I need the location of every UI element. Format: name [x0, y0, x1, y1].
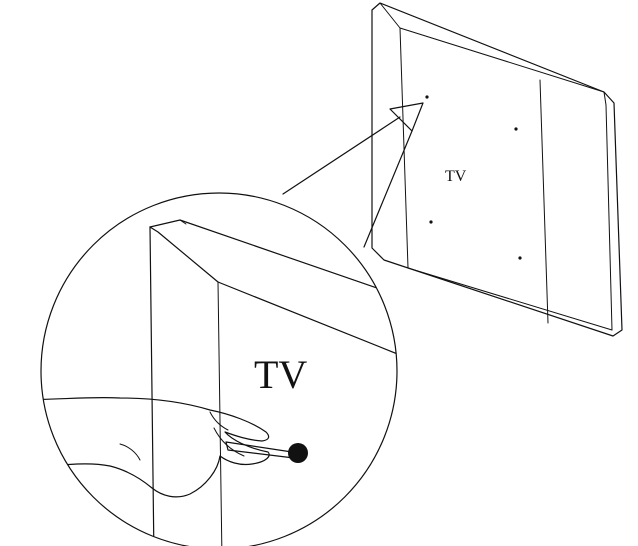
callout-pointer [282, 102, 424, 248]
tv-panel-bevel-bottom [407, 267, 613, 331]
knuckle-line [119, 443, 141, 461]
finger-crease [209, 411, 229, 431]
mounting-hole [425, 95, 429, 99]
callout-line-upper [282, 116, 401, 195]
tv-panel-rim-right [539, 79, 549, 324]
zoom-tv-corner-bevel [149, 226, 397, 356]
tv-panel-rim-left [399, 27, 409, 269]
zoom-tv-rim-line [217, 281, 223, 546]
zoom-tv-left-edge [149, 226, 155, 546]
marker-tip [288, 443, 308, 463]
callout-line-lower [363, 130, 413, 248]
zoom-tv-top-edge [149, 219, 397, 297]
zoom-tv-bevel-outer [179, 219, 187, 225]
zoom-detail: TV [41, 219, 397, 546]
tv-panel-outline [371, 2, 623, 337]
mounting-hole [514, 127, 518, 131]
mounting-hole [429, 220, 433, 224]
hand-outline [41, 396, 270, 498]
callout-arrowhead [389, 102, 424, 132]
mounting-hole [518, 256, 522, 260]
tv-back-label: TV [445, 168, 467, 185]
zoom-tv-label: TV [254, 352, 307, 397]
tv-back-panel: TV [371, 2, 623, 337]
zoom-circle [40, 192, 398, 546]
tv-panel-bevel-right [603, 91, 613, 331]
